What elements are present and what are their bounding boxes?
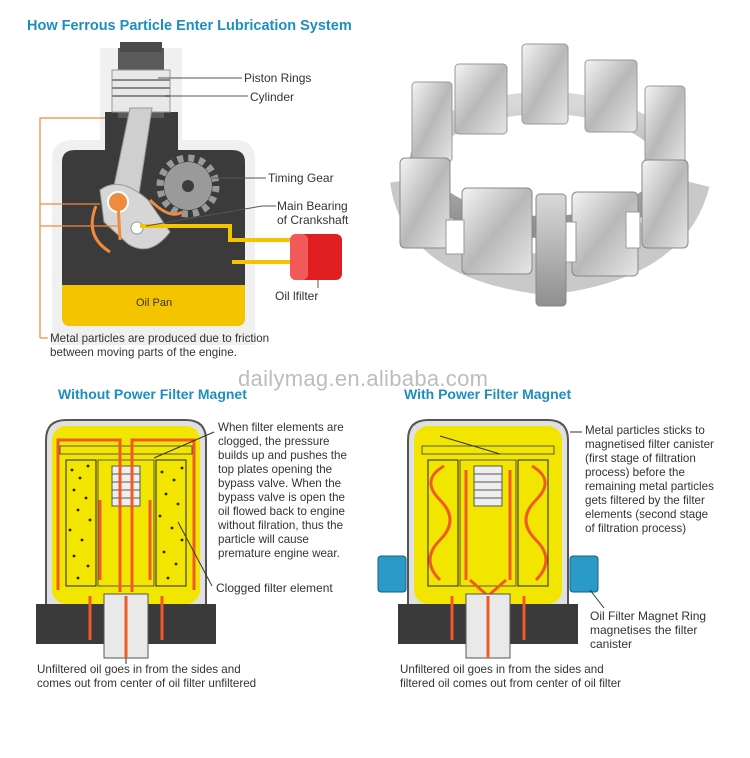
without-magnet-bottom-1: Unfiltered oil goes in from the sides an… (37, 663, 241, 676)
with-magnet-bottom-1: Unfiltered oil goes in from the sides an… (400, 663, 604, 676)
engine-block (52, 42, 292, 345)
with-magnet-bottom-2: filtered oil comes out from center of oi… (400, 677, 622, 690)
with-magnet-title: With Power Filter Magnet (404, 386, 572, 402)
without-magnet-title: Without Power Filter Magnet (58, 386, 247, 402)
engine-caption-line-1: Metal particles are produced due to fric… (50, 332, 270, 345)
without-magnet-bottom-2: comes out from center of oil filter unfi… (37, 677, 257, 690)
engine-caption-line-2: between moving parts of the engine. (50, 346, 237, 359)
oil-filter-can (290, 234, 342, 280)
label-cylinder: Cylinder (250, 90, 295, 104)
label-timing-gear: Timing Gear (268, 171, 334, 185)
label-main-bearing: Main Bearing (277, 199, 348, 213)
label-main-bearing-2: of Crankshaft (277, 213, 349, 227)
label-oil-filter: Oil lfilter (275, 289, 319, 303)
timing-gear (156, 154, 220, 218)
clogged-filter-label: Clogged filter element (216, 581, 333, 595)
label-oil-pan: Oil Pan (136, 297, 173, 309)
engine-title: How Ferrous Particle Enter Lubrication S… (27, 18, 352, 34)
watermark: dailymag.en.alibaba.com (238, 366, 489, 391)
without-magnet-description: When filter elements are clogged, the pr… (218, 421, 347, 560)
with-magnet-description: Metal particles sticks to magnetised fil… (585, 424, 714, 535)
magnet-ring-label: Oil Filter Magnet Ring magnetises the fi… (590, 609, 707, 651)
label-piston-rings: Piston Rings (244, 71, 312, 85)
